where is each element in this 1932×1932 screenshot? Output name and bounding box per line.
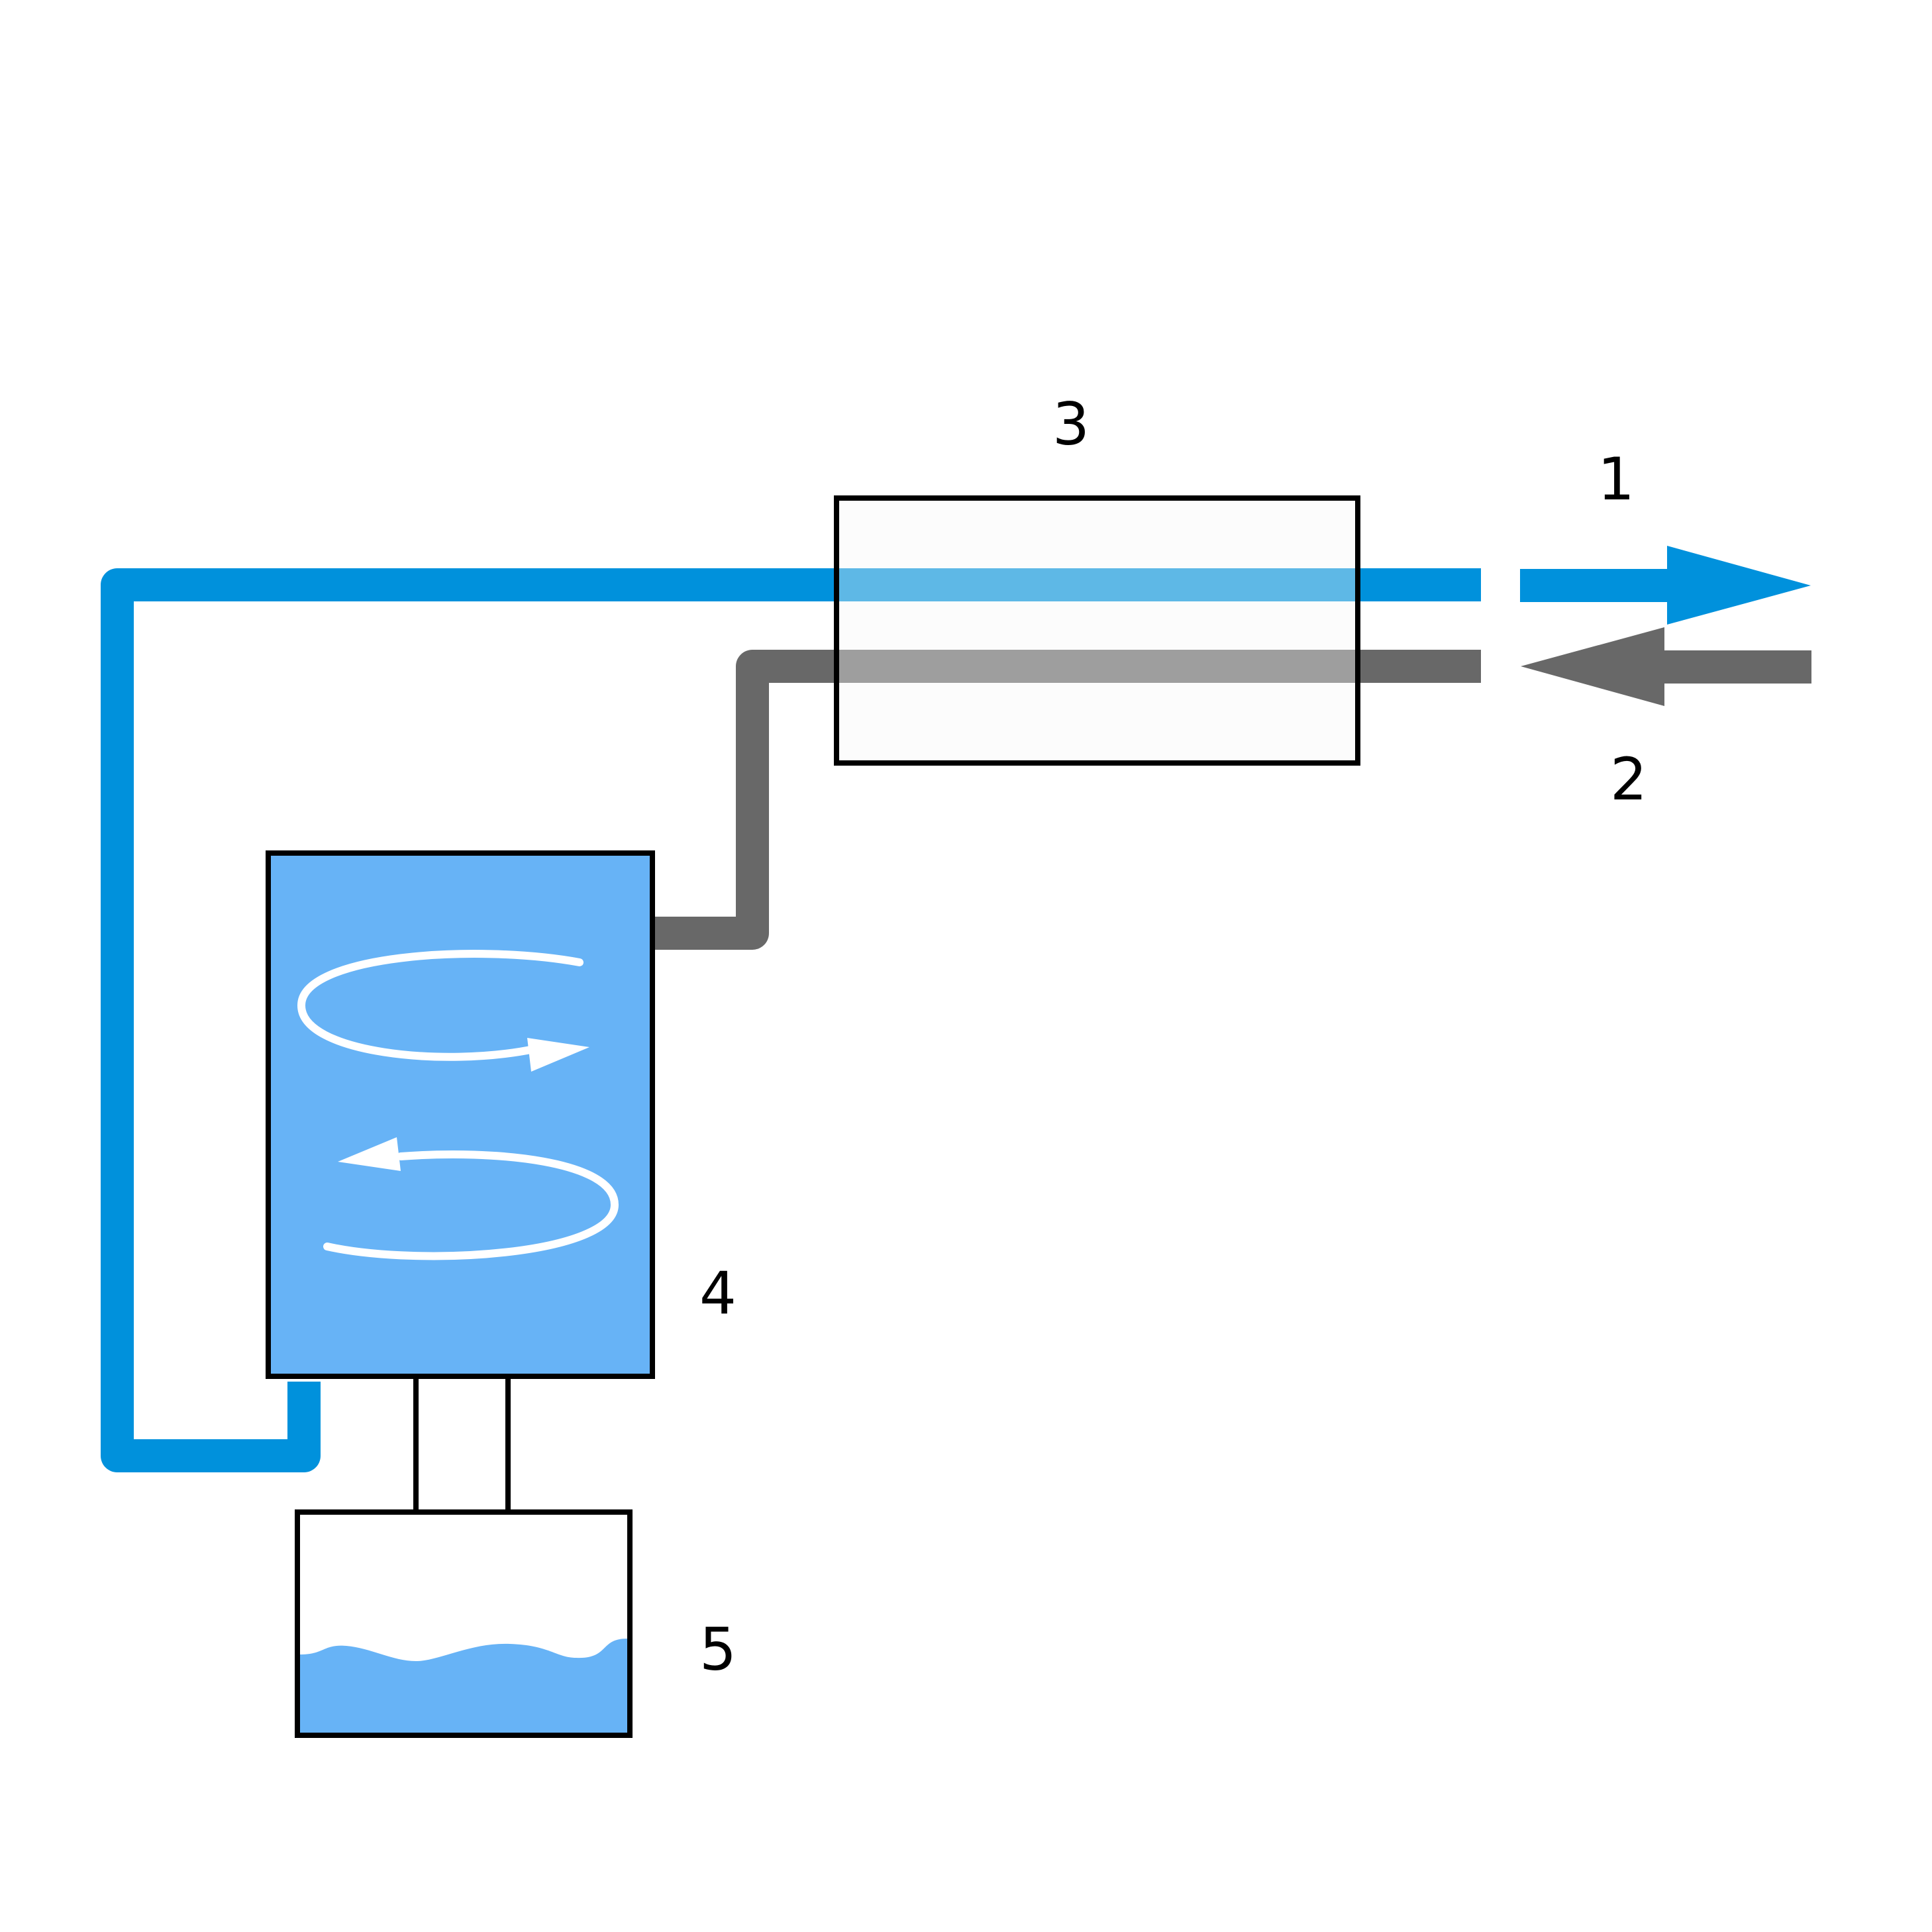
label-outflow-arrow: 1: [1598, 445, 1635, 513]
reservoir: [295, 1509, 633, 1738]
outflow-arrow: [1520, 546, 1811, 625]
counterclockwise-swirl-arrow-icon: [323, 1137, 619, 1260]
water-wave-icon: [300, 1639, 627, 1733]
cyclone-tank: [266, 850, 655, 1379]
label-inflow-arrow: 2: [1610, 745, 1647, 813]
label-heat-exchanger: 3: [1052, 390, 1090, 458]
blue-return-pipe: [101, 568, 1481, 1472]
outflow-arrow-head: [1667, 546, 1811, 625]
outflow-arrow-shaft: [1520, 569, 1669, 602]
reservoir-outline: [295, 1509, 633, 1738]
label-cyclone-tank: 4: [699, 1259, 737, 1327]
inflow-arrow: [1521, 627, 1811, 706]
inflow-arrow-head: [1521, 627, 1664, 706]
label-reservoir: 5: [699, 1615, 737, 1684]
clockwise-swirl-arrow-icon: [297, 950, 589, 1072]
gray-supply-pipe: [651, 650, 1481, 950]
inflow-arrow-shaft: [1662, 650, 1811, 684]
heat-exchanger-box: [834, 495, 1360, 766]
